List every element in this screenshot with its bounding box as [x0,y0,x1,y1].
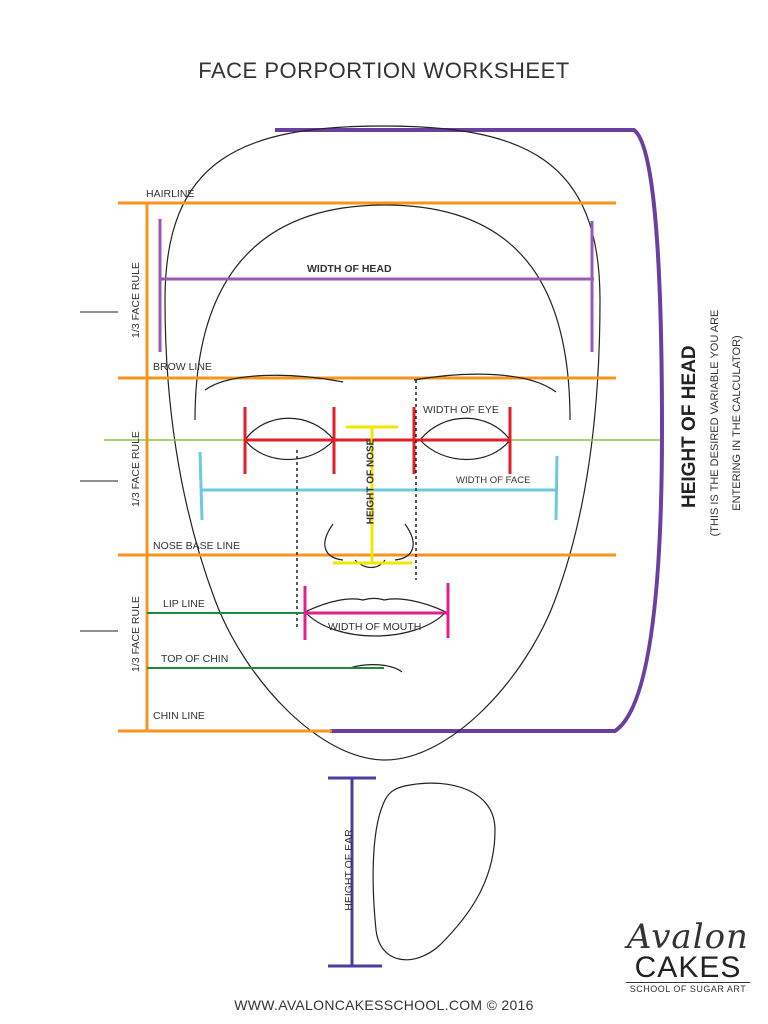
footer-url: WWW.AVALONCAKESSCHOOL.COM © 2016 [234,997,534,1013]
top-of-chin-label: TOP OF CHIN [161,653,229,665]
width-of-mouth-label: WIDTH OF MOUTH [328,621,422,633]
avalon-cakes-logo: Avalon CAKES SCHOOL OF SUGAR ART [626,920,750,994]
chin-crease [349,664,403,673]
width-of-face-label: WIDTH OF FACE [456,475,531,486]
height-of-nose-label: HEIGHT OF NOSE [365,438,377,525]
width-of-eye-label: WIDTH OF EYE [423,404,499,416]
logo-tagline: SCHOOL OF SUGAR ART [626,982,750,994]
face-rule-label-top: 1/3 FACE RULE [130,262,142,338]
chin-line-label: CHIN LINE [153,710,205,722]
face-rule-label-middle: 1/3 FACE RULE [130,431,142,507]
height-of-head-bracket [275,128,665,733]
width-of-head-label: WIDTH OF HEAD [307,263,392,275]
page-title: FACE PORPORTION WORKSHEET [198,58,570,83]
height-of-ear-label: HEIGHT OF EAR [343,829,355,911]
logo-name: CAKES [634,951,742,984]
lip-line-label: LIP LINE [163,598,205,610]
lower-lip [304,611,447,637]
left-eyebrow [204,374,344,391]
logo-script-text: Avalon [627,917,749,957]
brow-line-label: BROW LINE [153,361,212,373]
hairline-label: HAIRLINE [146,188,195,200]
nose-base-line-label: NOSE BASE LINE [153,540,240,552]
height-of-head-label: HEIGHT OF HEAD [679,345,700,508]
face-rule-label-bottom: 1/3 FACE RULE [130,596,142,672]
head-outline [164,125,601,761]
ear-outline [372,782,496,961]
upper-lip [304,597,447,613]
height-of-head-note-line-1: (THIS IS THE DESIRED VARIABLE YOU ARE [709,309,721,537]
right-eyebrow [413,373,557,393]
nose-left [324,523,344,561]
hair-curve [194,204,571,421]
height-of-head-note-line-2: ENTERING IN THE CALCULATOR) [731,335,743,511]
nose-right [394,523,414,561]
